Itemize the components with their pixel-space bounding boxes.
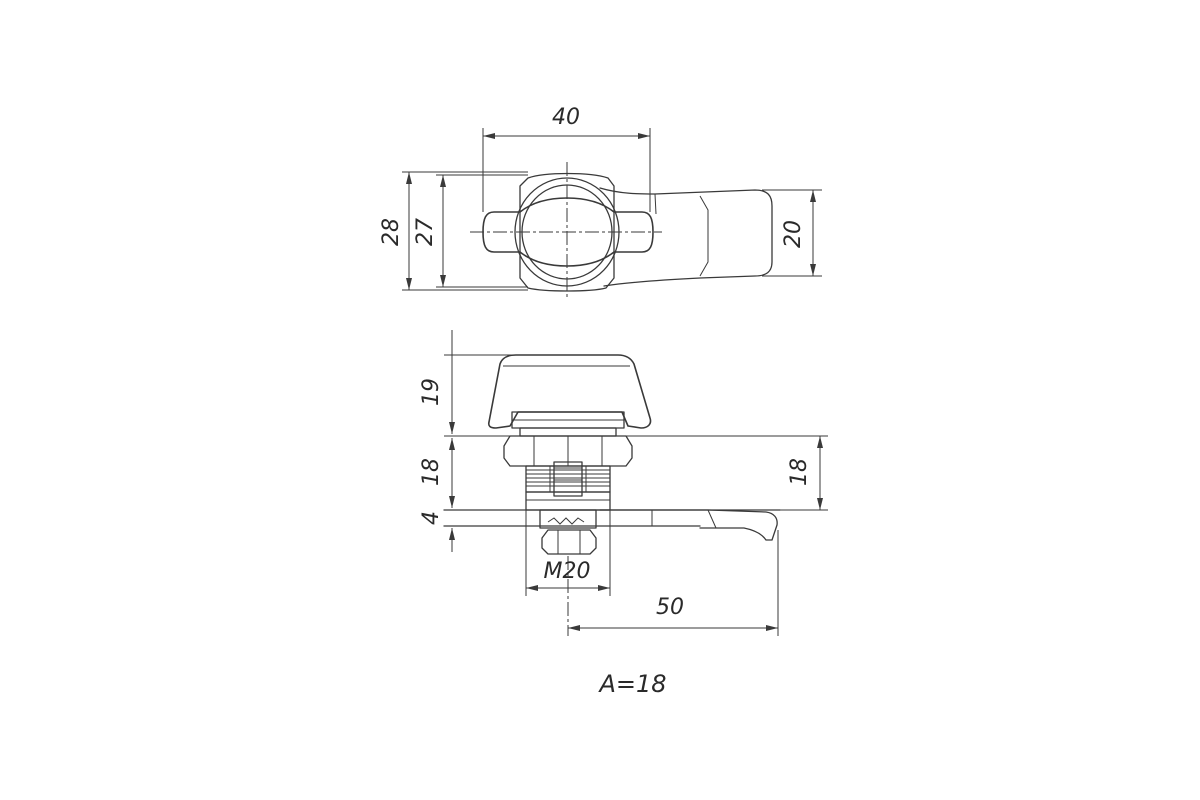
dim-panel-thickness: 4	[419, 511, 444, 525]
top-view-wing-knob	[482, 197, 654, 267]
side-view-cam	[599, 509, 778, 541]
top-view-dimensions	[402, 128, 822, 291]
dim-top-width: 40	[552, 105, 580, 130]
side-view-knob	[487, 354, 652, 429]
note-label: A=18	[597, 670, 666, 698]
dim-knob-height: 19	[419, 378, 444, 406]
dim-handle-width: 20	[781, 220, 806, 248]
side-view-nut	[503, 435, 633, 467]
top-view-nut	[519, 172, 615, 292]
side-view-washer	[525, 491, 611, 511]
top-view-arm	[599, 187, 773, 287]
side-view	[443, 354, 781, 636]
side-view-spindle	[553, 461, 583, 497]
dim-cam-length: 50	[656, 595, 684, 620]
top-view	[470, 162, 773, 300]
dim-inner-height: 27	[413, 218, 438, 246]
side-view-bottom-nut	[541, 529, 597, 555]
side-view-shaft	[539, 509, 597, 529]
side-view-dimensions	[444, 330, 828, 636]
side-view-thread-lines	[526, 466, 610, 492]
dim-body-height: 18	[419, 458, 444, 486]
dim-outer-height: 28	[379, 218, 404, 246]
dim-thread: M20	[544, 559, 591, 584]
dim-body-height-right: 18	[787, 458, 812, 486]
